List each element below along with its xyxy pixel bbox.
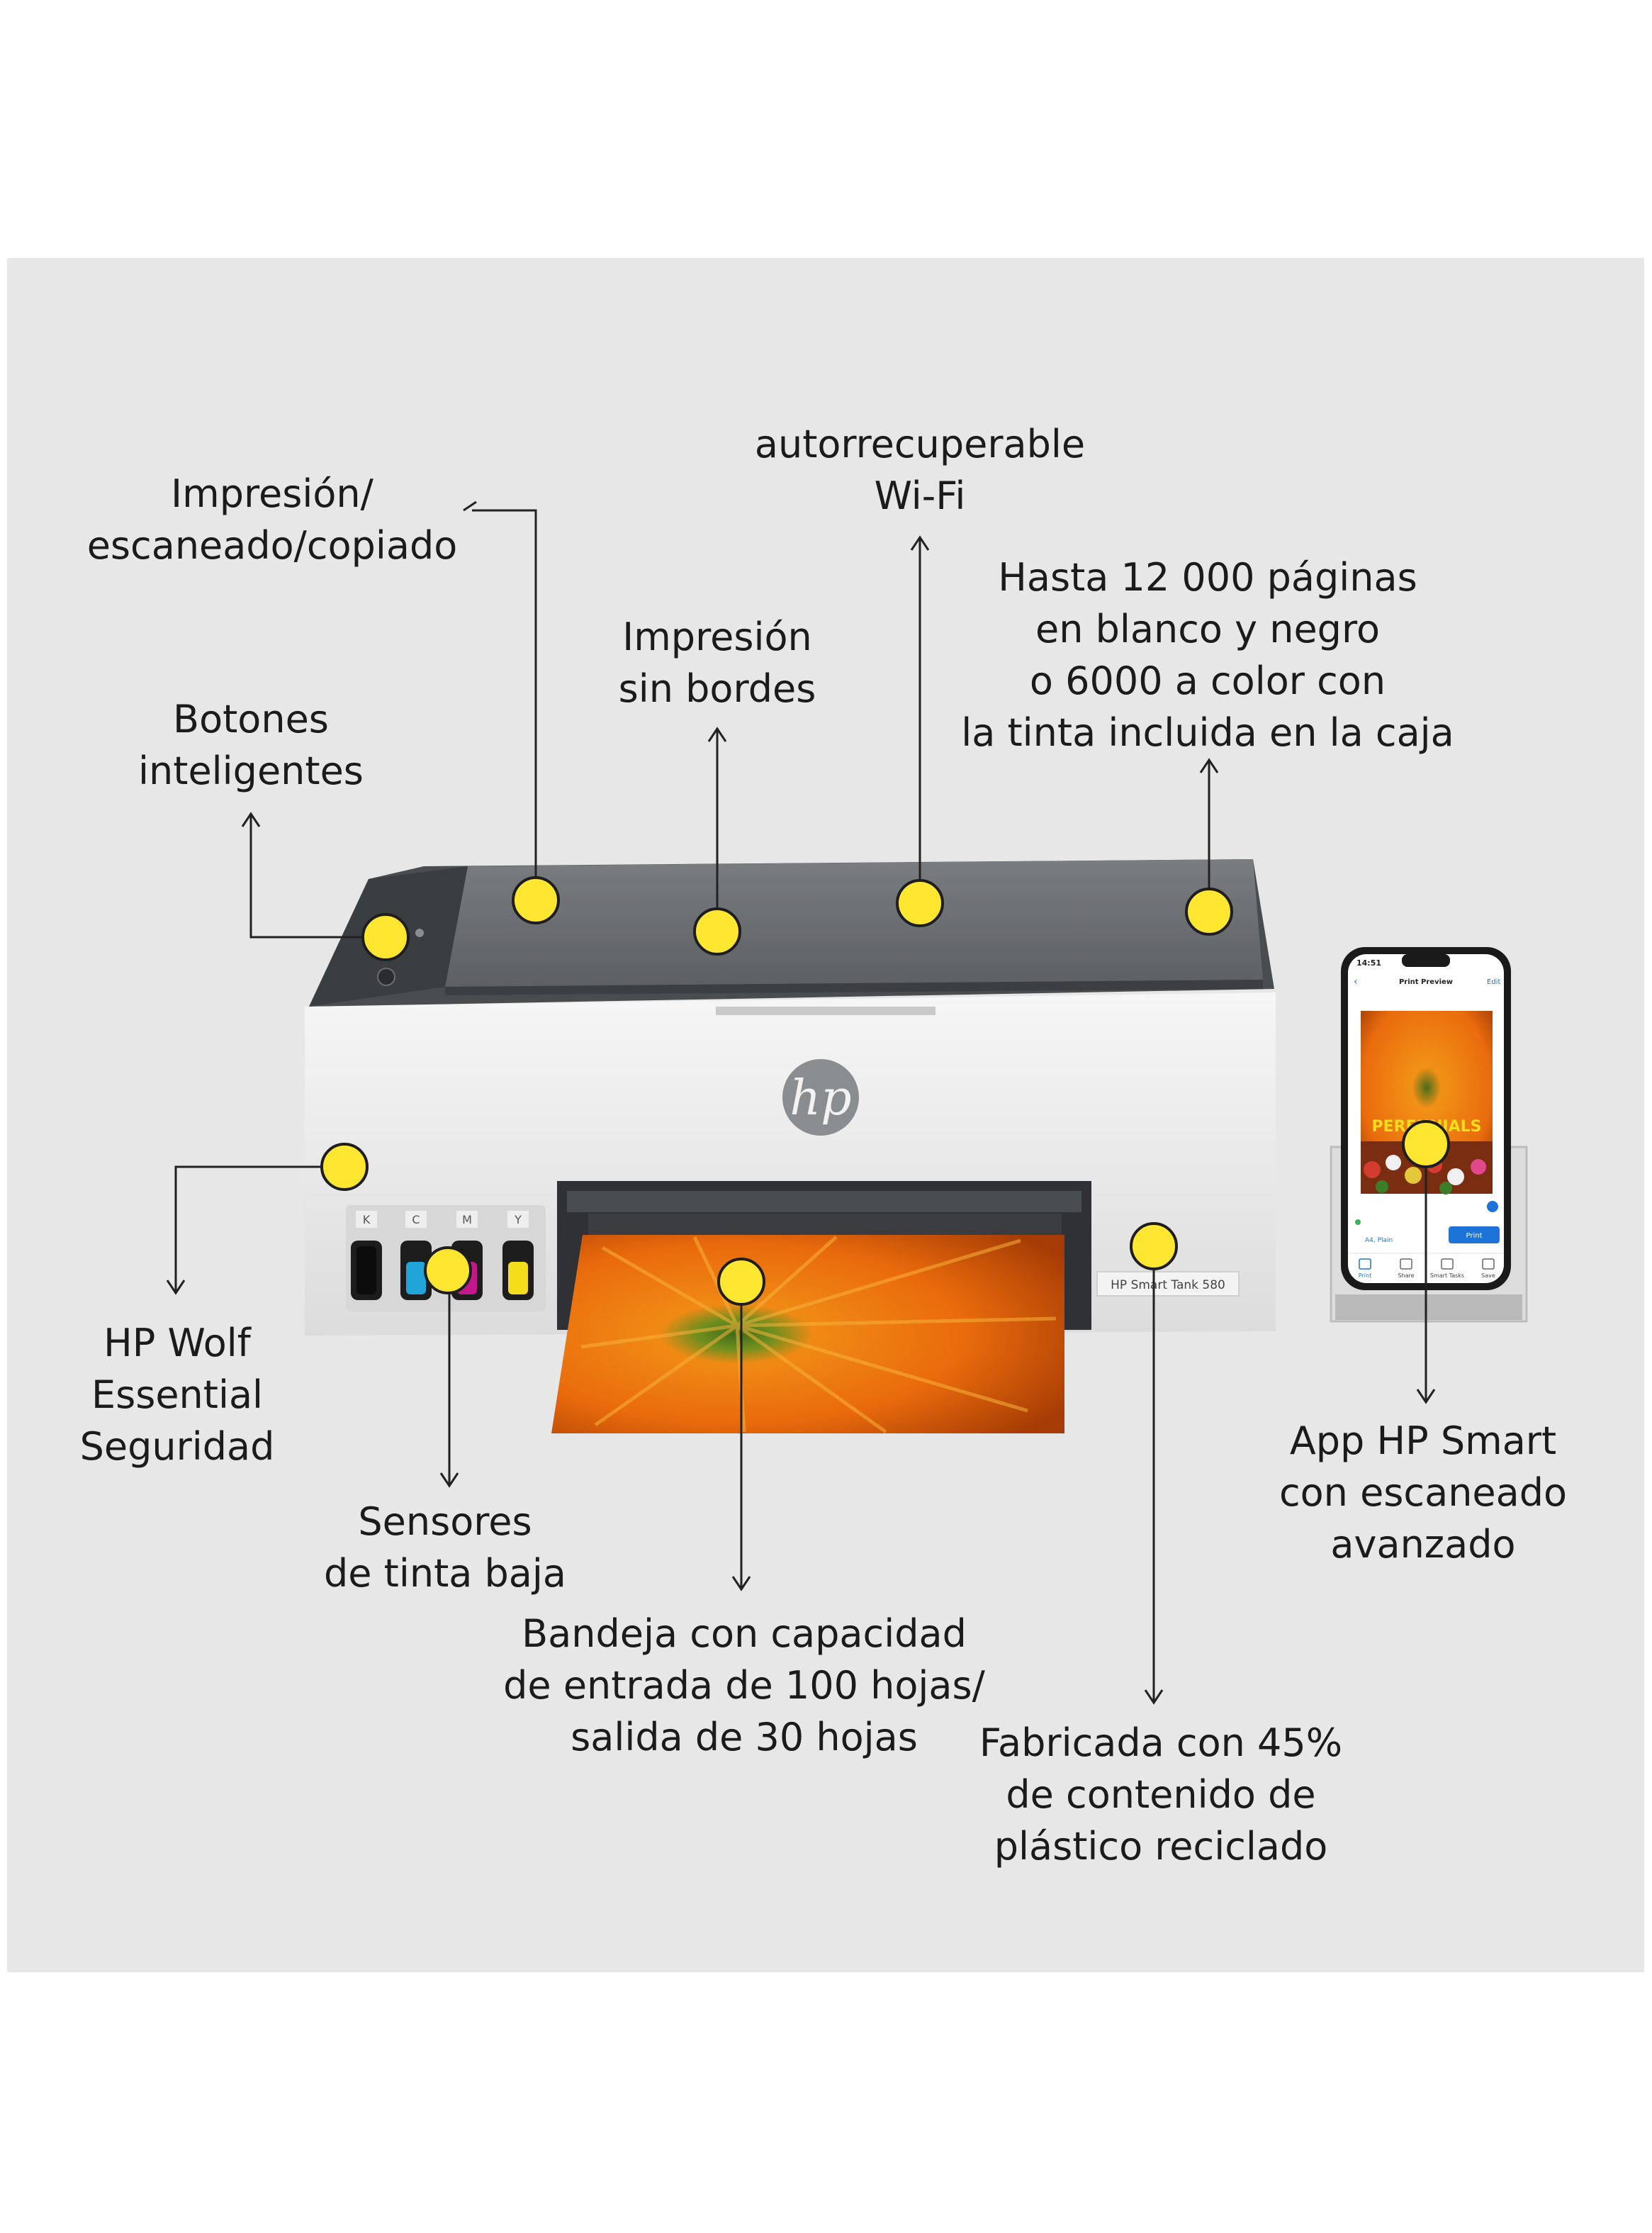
toolbar-share[interactable]: Share	[1398, 1272, 1414, 1279]
label-line: Bandeja con capacidad	[522, 1611, 967, 1656]
label-line: Hasta 12 000 páginas	[998, 555, 1417, 600]
label-line: Wi-Fi	[874, 474, 966, 518]
label-pages: Hasta 12 000 páginas en blanco y negro o…	[961, 552, 1454, 759]
tank-labels: K C M Y	[356, 1211, 529, 1228]
label-app: App HP Smart con escaneado avanzado	[1279, 1415, 1567, 1570]
label-line: Seguridad	[79, 1424, 275, 1469]
toolbar-print[interactable]: Print	[1359, 1272, 1371, 1279]
power-button[interactable]	[377, 968, 395, 986]
label-wolf-security: HP Wolf Essential Seguridad	[80, 1317, 275, 1472]
leader-lines	[166, 500, 1436, 1705]
hotspot-ink-sensors[interactable]	[424, 1246, 472, 1294]
scanner-lid	[445, 859, 1263, 987]
label-line: Impresión/	[171, 471, 373, 516]
label-line: Botones	[173, 697, 329, 741]
phone-with-stand: 14:51 Print Preview Edit ‹ PERENNIALS A4…	[1330, 947, 1528, 1323]
tank-letter: M	[462, 1213, 472, 1226]
label-line: con escaneado	[1279, 1470, 1568, 1515]
label-line: autorrecuperable	[754, 422, 1086, 466]
label-line: de entrada de 100 hojas/	[503, 1663, 985, 1708]
phone-time: 14:51	[1356, 958, 1381, 968]
phone-edit[interactable]: Edit	[1487, 978, 1500, 986]
label-line: HP Wolf	[103, 1321, 251, 1365]
label-line: de contenido de	[1006, 1772, 1316, 1817]
save-icon	[1482, 1258, 1495, 1270]
phone-print-button[interactable]	[1449, 1226, 1500, 1243]
hotspot-wifi[interactable]	[896, 879, 944, 927]
label-line: Sensores	[358, 1499, 532, 1544]
label-line: App HP Smart	[1289, 1418, 1557, 1463]
label-print-scan-copy: Impresión/ escaneado/copiado	[87, 468, 458, 571]
phone-paper-option[interactable]: A4, Plain	[1365, 1237, 1393, 1244]
phone-screen-title: Print Preview	[1399, 978, 1453, 986]
tank-letter: C	[412, 1213, 420, 1226]
label-line: Impresión	[622, 615, 812, 659]
phone-preview-flowers	[1364, 1155, 1486, 1194]
label-tray: Bandeja con capacidad de entrada de 100 …	[503, 1608, 985, 1763]
hotspot-smart-buttons[interactable]	[361, 913, 410, 961]
hotspot-app[interactable]	[1402, 1120, 1450, 1168]
label-ink-sensors: Sensores de tinta baja	[324, 1496, 566, 1599]
label-line: sin bordes	[618, 666, 816, 711]
hotspots	[320, 876, 1450, 1306]
label-line: de tinta baja	[324, 1551, 566, 1596]
label-smart-buttons: Botones inteligentes	[138, 693, 364, 797]
share-icon	[1400, 1258, 1412, 1270]
hotspot-pages[interactable]	[1185, 888, 1233, 936]
phone-toolbar: Print Share Smart Tasks Save	[1359, 1258, 1495, 1279]
label-line: la tinta incluida en la caja	[961, 710, 1454, 755]
label-wifi: autorrecuperable Wi-Fi	[755, 418, 1085, 522]
label-borderless: Impresión sin bordes	[619, 611, 816, 715]
hotspot-wolf-security[interactable]	[320, 1143, 369, 1191]
printer: hp K C M Y HP Smart Tank 580	[305, 859, 1276, 1434]
model-label: HP Smart Tank 580	[1111, 1278, 1225, 1292]
leader-print-scan-copy	[472, 509, 537, 897]
model-label-plate	[1096, 1271, 1240, 1297]
label-line: plástico reciclado	[994, 1824, 1328, 1869]
print-icon	[1359, 1258, 1371, 1270]
phone-back-icon[interactable]: ‹	[1354, 976, 1358, 987]
label-line: salida de 30 hojas	[571, 1715, 918, 1759]
hotspot-tray[interactable]	[717, 1258, 765, 1306]
panel-button[interactable]	[415, 929, 424, 937]
label-line: avanzado	[1330, 1522, 1516, 1567]
toolbar-save[interactable]: Save	[1481, 1272, 1495, 1279]
tank-letter: Y	[514, 1213, 522, 1226]
label-line: inteligentes	[138, 749, 364, 793]
smart-tasks-icon	[1441, 1258, 1454, 1270]
label-line: Fabricada con 45%	[979, 1720, 1343, 1765]
hp-logo-text: hp	[790, 1070, 851, 1126]
tank-letter: K	[363, 1213, 371, 1226]
label-recycled: Fabricada con 45% de contenido de plásti…	[979, 1717, 1342, 1872]
label-line: Essential	[91, 1372, 264, 1417]
hotspot-recycled[interactable]	[1130, 1222, 1178, 1270]
label-line: escaneado/copiado	[86, 523, 458, 568]
phone-print-label: Print	[1466, 1232, 1482, 1240]
hp-logo	[782, 1059, 859, 1136]
label-line: o 6000 a color con	[1029, 659, 1386, 703]
label-line: en blanco y negro	[1035, 607, 1380, 651]
hotspot-borderless[interactable]	[693, 907, 741, 956]
hotspot-print-scan-copy[interactable]	[512, 876, 560, 924]
toolbar-smart-tasks[interactable]: Smart Tasks	[1430, 1272, 1464, 1279]
